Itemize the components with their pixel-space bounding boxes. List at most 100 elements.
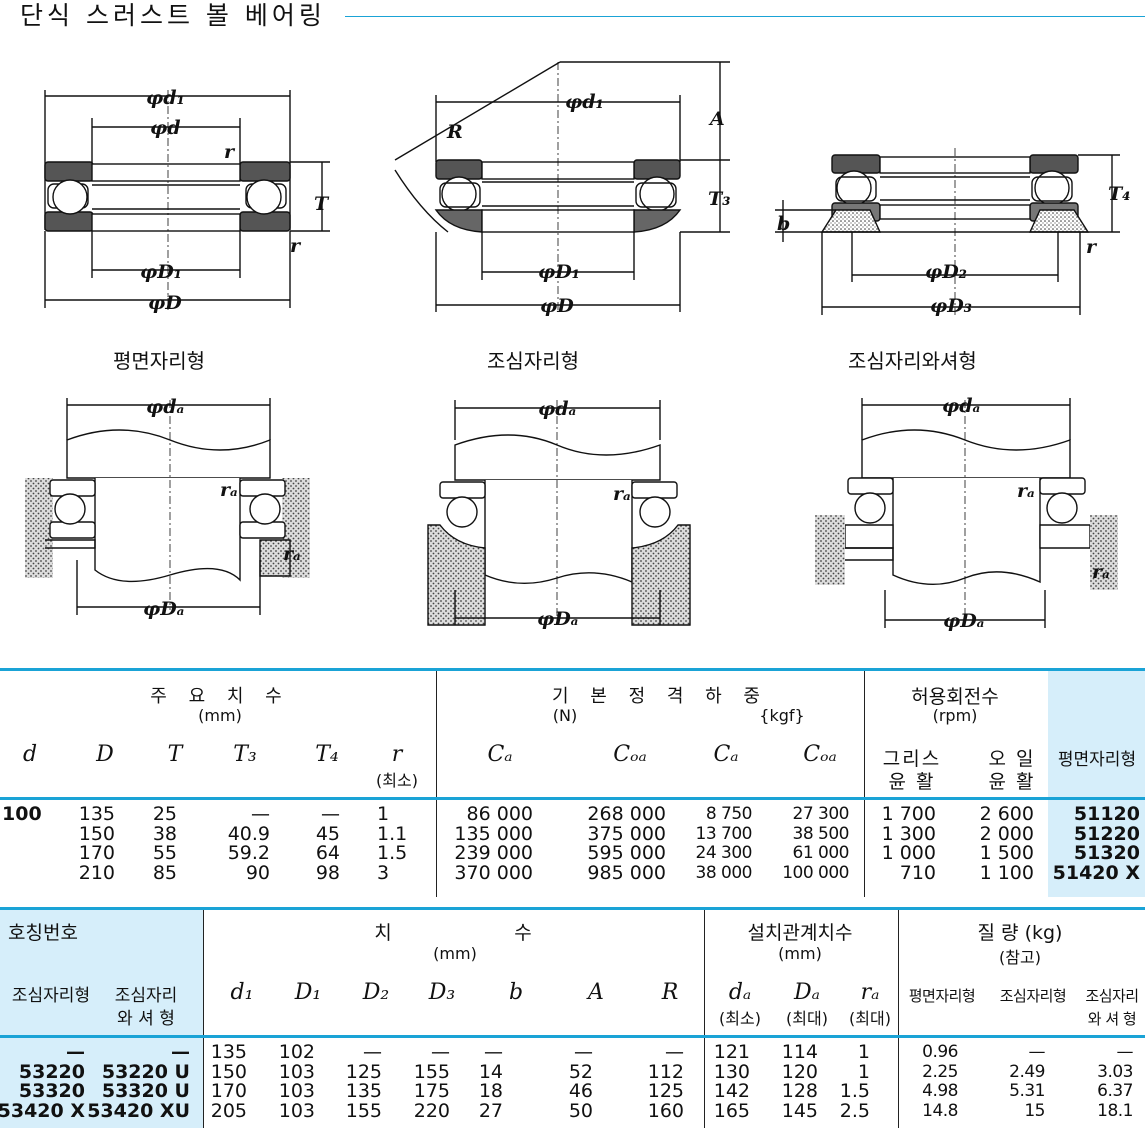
t2-col-D1: D₁	[294, 980, 322, 1005]
t1-cell-r: 1	[377, 803, 390, 825]
t2-col-ra-note: (최대)	[849, 1009, 891, 1028]
label-b-washer: b	[777, 213, 790, 235]
t2-cell-mass-washer: 6.37	[1097, 1081, 1133, 1102]
t2-col-b: b	[508, 980, 524, 1005]
t1-cell-flat: 51120	[1073, 803, 1140, 825]
t1-col-Ca-kgf: Cₐ	[713, 742, 739, 767]
t1-cell-T: 25	[152, 803, 177, 825]
label-Da-mount-flat: φDₐ	[143, 598, 184, 620]
t2-col-mass-flat: 평면자리형	[908, 987, 976, 1005]
t1-cell-D: 170	[78, 842, 115, 865]
t2-cell-washer: 53220 U	[101, 1060, 190, 1083]
t1-cell-Ca: 135 000	[454, 822, 533, 845]
t1-cell-Coa: 375 000	[587, 822, 666, 845]
t1-cell-Coa: 595 000	[587, 842, 666, 865]
t1-col-T3: T₃	[233, 742, 257, 767]
t2-cell-mass-aligning: —	[1028, 1042, 1046, 1062]
table2-code-highlight	[0, 910, 203, 1128]
t1-cell-Ca-kgf: 38 000	[695, 863, 753, 884]
t2-cell-mass-aligning: 15	[1024, 1101, 1045, 1122]
t2-col-da: dₐ	[728, 980, 752, 1005]
label-D-aligning: φD	[540, 295, 574, 317]
t1-cell-Coa: 268 000	[587, 803, 666, 825]
t2-cell-mass-washer: 18.1	[1097, 1101, 1133, 1122]
t2-cell-da: 142	[713, 1080, 750, 1103]
label-d1-flat: φd₁	[146, 87, 185, 109]
t2-cell-d1: 135	[210, 1041, 247, 1063]
t2-cell-A: 52	[568, 1060, 593, 1083]
t2-col-mass-aligning: 조심자리형	[999, 987, 1067, 1005]
t1-cell-flat: 51420 X	[1052, 862, 1140, 885]
table2-divider-1	[203, 910, 204, 1128]
label-D3-washer: φD₃	[930, 295, 972, 317]
label-A-aligning: A	[708, 108, 725, 130]
t2-cell-da: 130	[713, 1060, 750, 1083]
t2-cell-aligning: —	[66, 1041, 85, 1063]
t1-col-Coa: Cₒₐ	[613, 742, 647, 767]
t2-cell-b: —	[484, 1041, 503, 1063]
t2-mount-title: 설치관계치수	[747, 922, 853, 944]
t2-col-da-note: (최소)	[719, 1009, 761, 1028]
t2-cell-mass-flat: 14.8	[922, 1101, 958, 1122]
t1-main-unit: (mm)	[198, 706, 242, 725]
title-rule	[345, 16, 1145, 17]
t2-cell-mass-flat: 2.25	[922, 1061, 958, 1082]
label-ra-mount-aligning: rₐ	[613, 483, 631, 505]
t2-col-washer-2: 와 셔 형	[117, 1009, 175, 1029]
t1-col-T4: T₄	[315, 742, 339, 767]
table2-top-rule	[0, 907, 1145, 910]
t2-cell-ra: 1	[857, 1041, 870, 1063]
t2-col-R: R	[661, 980, 679, 1005]
t2-col-mass-washer-2: 와 셔 형	[1087, 1010, 1137, 1028]
t2-col-washer-1: 조심자리	[114, 986, 178, 1006]
label-d-flat: φd	[150, 117, 180, 139]
t2-cell-b: 18	[478, 1080, 503, 1103]
t2-cell-D2: 135	[345, 1080, 382, 1103]
table1-top-rule	[0, 668, 1145, 671]
t2-cell-A: 46	[568, 1080, 593, 1103]
t2-cell-aligning: 53320	[18, 1080, 85, 1103]
t1-cell-Ca-kgf: 8 750	[705, 804, 753, 824]
flat-seat-diagram	[44, 90, 330, 310]
t2-cell-washer: 53420 XU	[87, 1100, 190, 1123]
label-r-top-flat: r	[224, 141, 236, 163]
t1-cell-r: 1.1	[377, 822, 408, 845]
t1-cell-flat: 51320	[1073, 842, 1140, 865]
t1-cell-grease: 1 300	[881, 822, 936, 845]
t1-cell-T4: —	[321, 803, 340, 825]
t2-cell-D1: 103	[278, 1060, 315, 1083]
t1-cell-Ca: 370 000	[454, 862, 533, 885]
label-r-washer: r	[1086, 236, 1098, 258]
t1-cell-Coa-kgf: 27 300	[792, 804, 850, 824]
label-ra1-mount-flat: rₐ	[220, 479, 238, 501]
t2-cell-aligning: 53420 X	[0, 1100, 85, 1123]
label-da-mount-flat: φdₐ	[146, 396, 184, 418]
t2-cell-D2: 125	[345, 1060, 382, 1083]
t2-cell-Da: 114	[781, 1041, 818, 1063]
title-bar: 단식 스러스트 볼 베어링	[0, 0, 1145, 34]
t2-cell-mass-flat: 0.96	[922, 1042, 958, 1062]
table2-divider-3	[898, 910, 899, 1128]
t2-cell-d1: 205	[210, 1100, 247, 1123]
t1-cell-D: 135	[78, 803, 115, 825]
label-ra2-mount-washer: rₐ	[1092, 561, 1110, 583]
label-Da-mount-washer: φDₐ	[943, 610, 984, 632]
t2-cell-Da: 128	[781, 1080, 818, 1103]
t2-cell-D3: —	[431, 1041, 450, 1063]
t1-cell-T4: 45	[315, 822, 340, 845]
t1-col-Ca: Cₐ	[487, 742, 513, 767]
t1-cell-oil: 1 100	[979, 862, 1034, 885]
t2-cell-A: —	[574, 1041, 593, 1063]
t1-col-D: D	[96, 742, 114, 767]
t1-speed-title: 허용회전수	[911, 686, 999, 708]
table2-divider-2	[704, 910, 705, 1128]
t1-cell-Coa: 985 000	[587, 862, 666, 885]
t2-col-ra: rₐ	[860, 980, 880, 1005]
t2-cell-mass-washer: —	[1116, 1042, 1134, 1062]
label-T-flat: T	[314, 193, 330, 215]
t2-cell-mass-aligning: 2.49	[1009, 1061, 1045, 1082]
t2-cell-R: —	[665, 1041, 684, 1063]
table1-divider-2	[864, 671, 865, 897]
t2-cell-D3: 220	[413, 1100, 450, 1123]
t2-col-Da-note: (최대)	[786, 1009, 828, 1028]
